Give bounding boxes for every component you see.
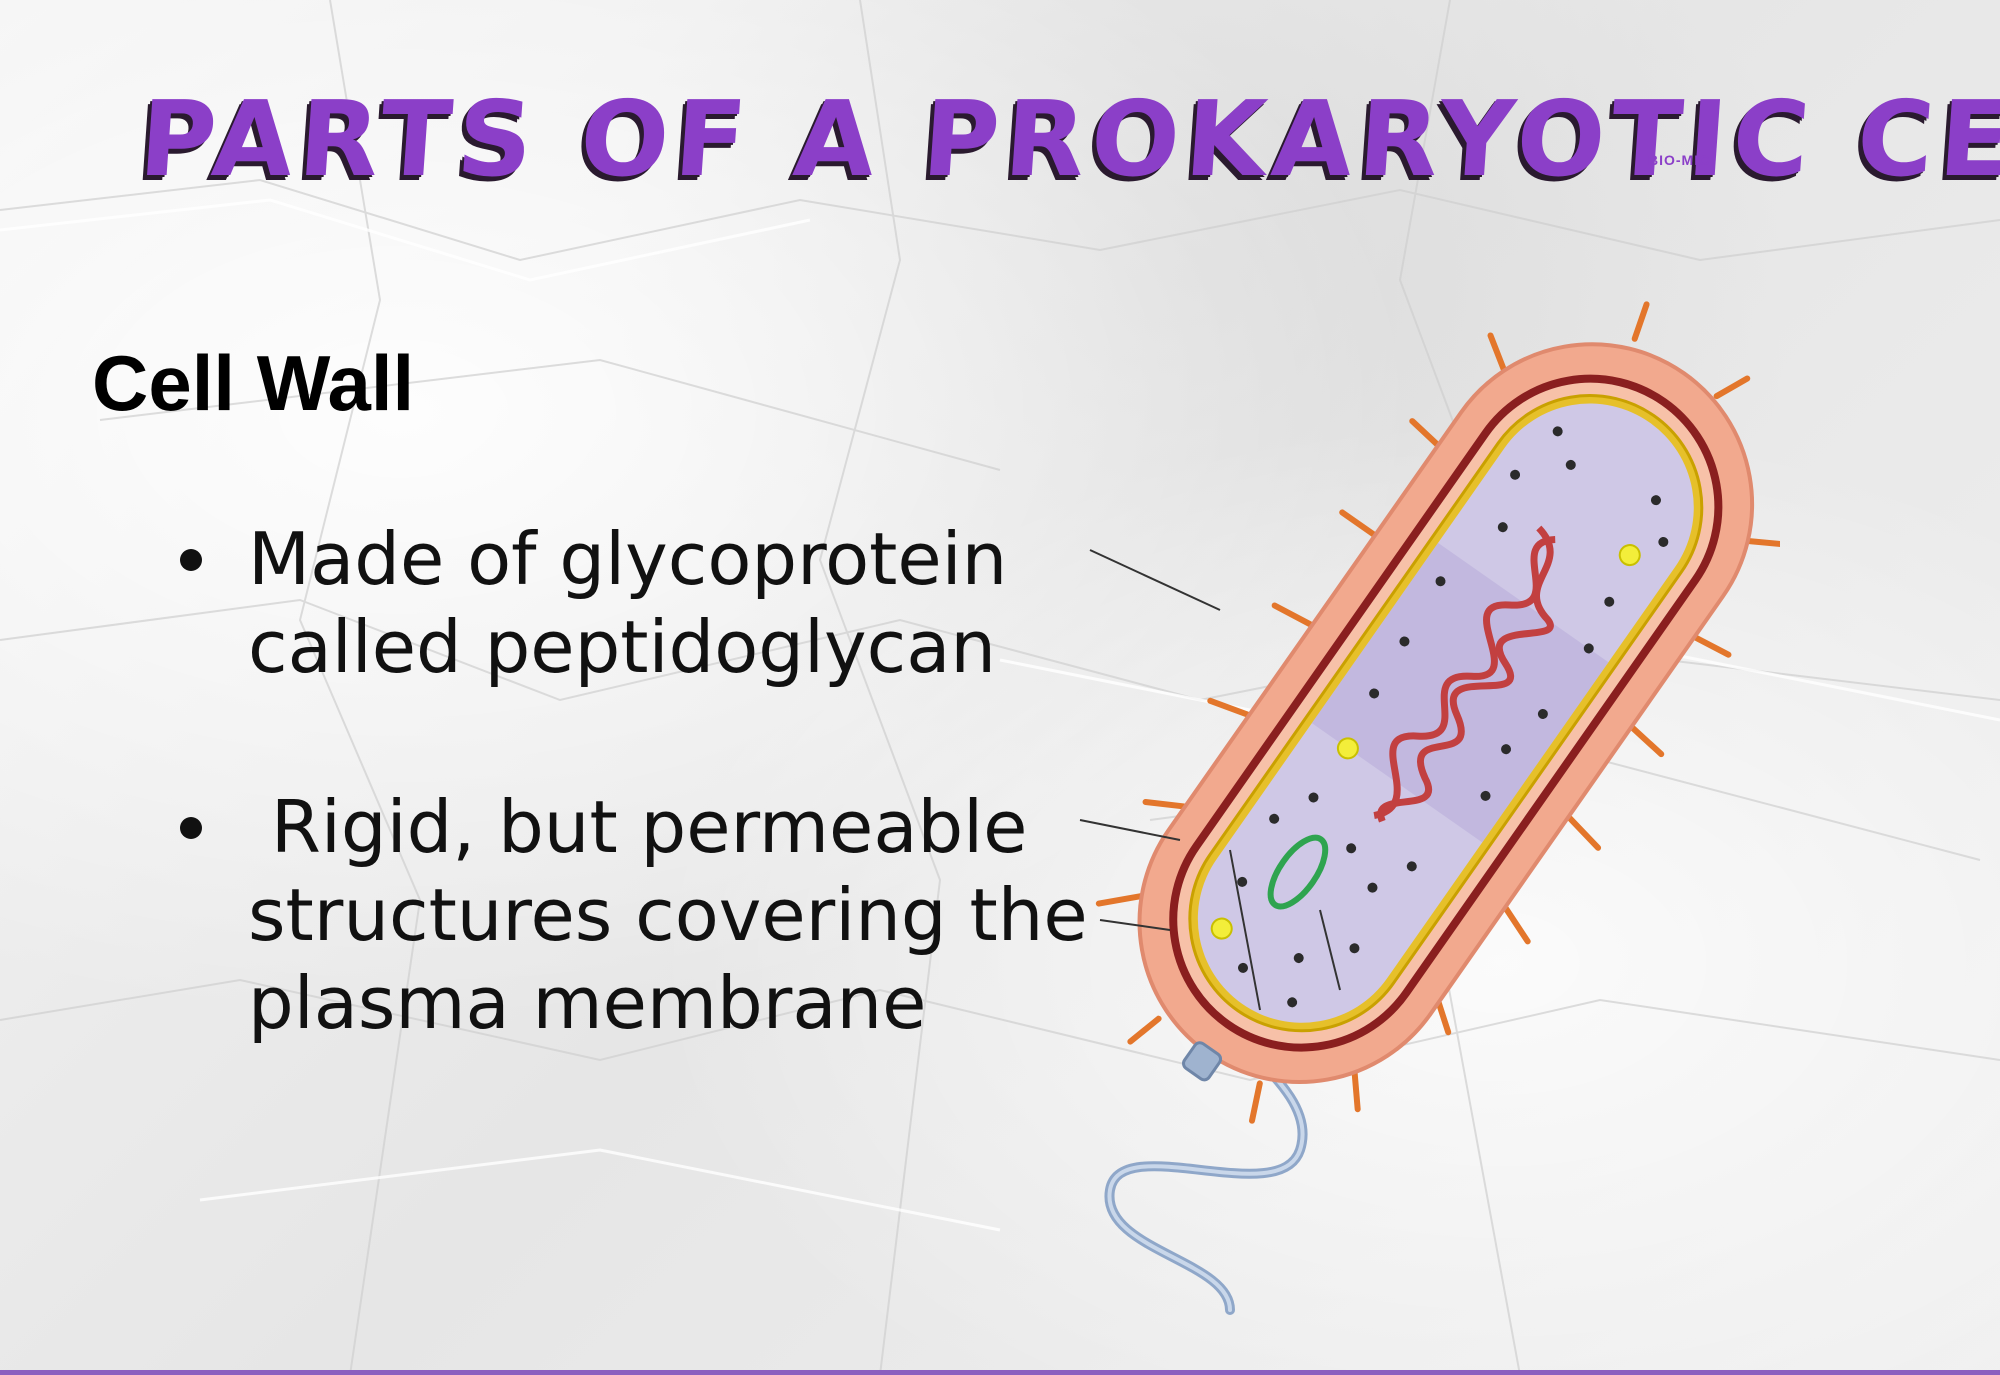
bottom-rule [0, 1370, 2000, 1375]
brand-logo: BIO-MIC [1648, 152, 1711, 168]
bullet-dot-icon [180, 817, 202, 839]
bullet-item: Made of glycoprotein called peptidoglyca… [160, 515, 1120, 691]
prokaryotic-cell-illustration [1079, 301, 1780, 1315]
ribosomes [1237, 426, 1669, 1008]
slide-title: PARTS OF A PROKARYOTIC CELL [135, 78, 2000, 200]
bullet-item: Rigid, but permeable structures covering… [160, 783, 1120, 1047]
bullet-dot-icon [180, 549, 202, 571]
bullet-text: Made of glycoprotein called peptidoglyca… [248, 517, 1008, 689]
plasmid [1267, 834, 1329, 910]
bullet-text: Rigid, but permeable structures covering… [248, 785, 1111, 1045]
bullet-list: Made of glycoprotein called peptidoglyca… [160, 515, 1120, 1139]
section-heading: Cell Wall [92, 339, 415, 427]
nucleoid [1373, 525, 1556, 823]
